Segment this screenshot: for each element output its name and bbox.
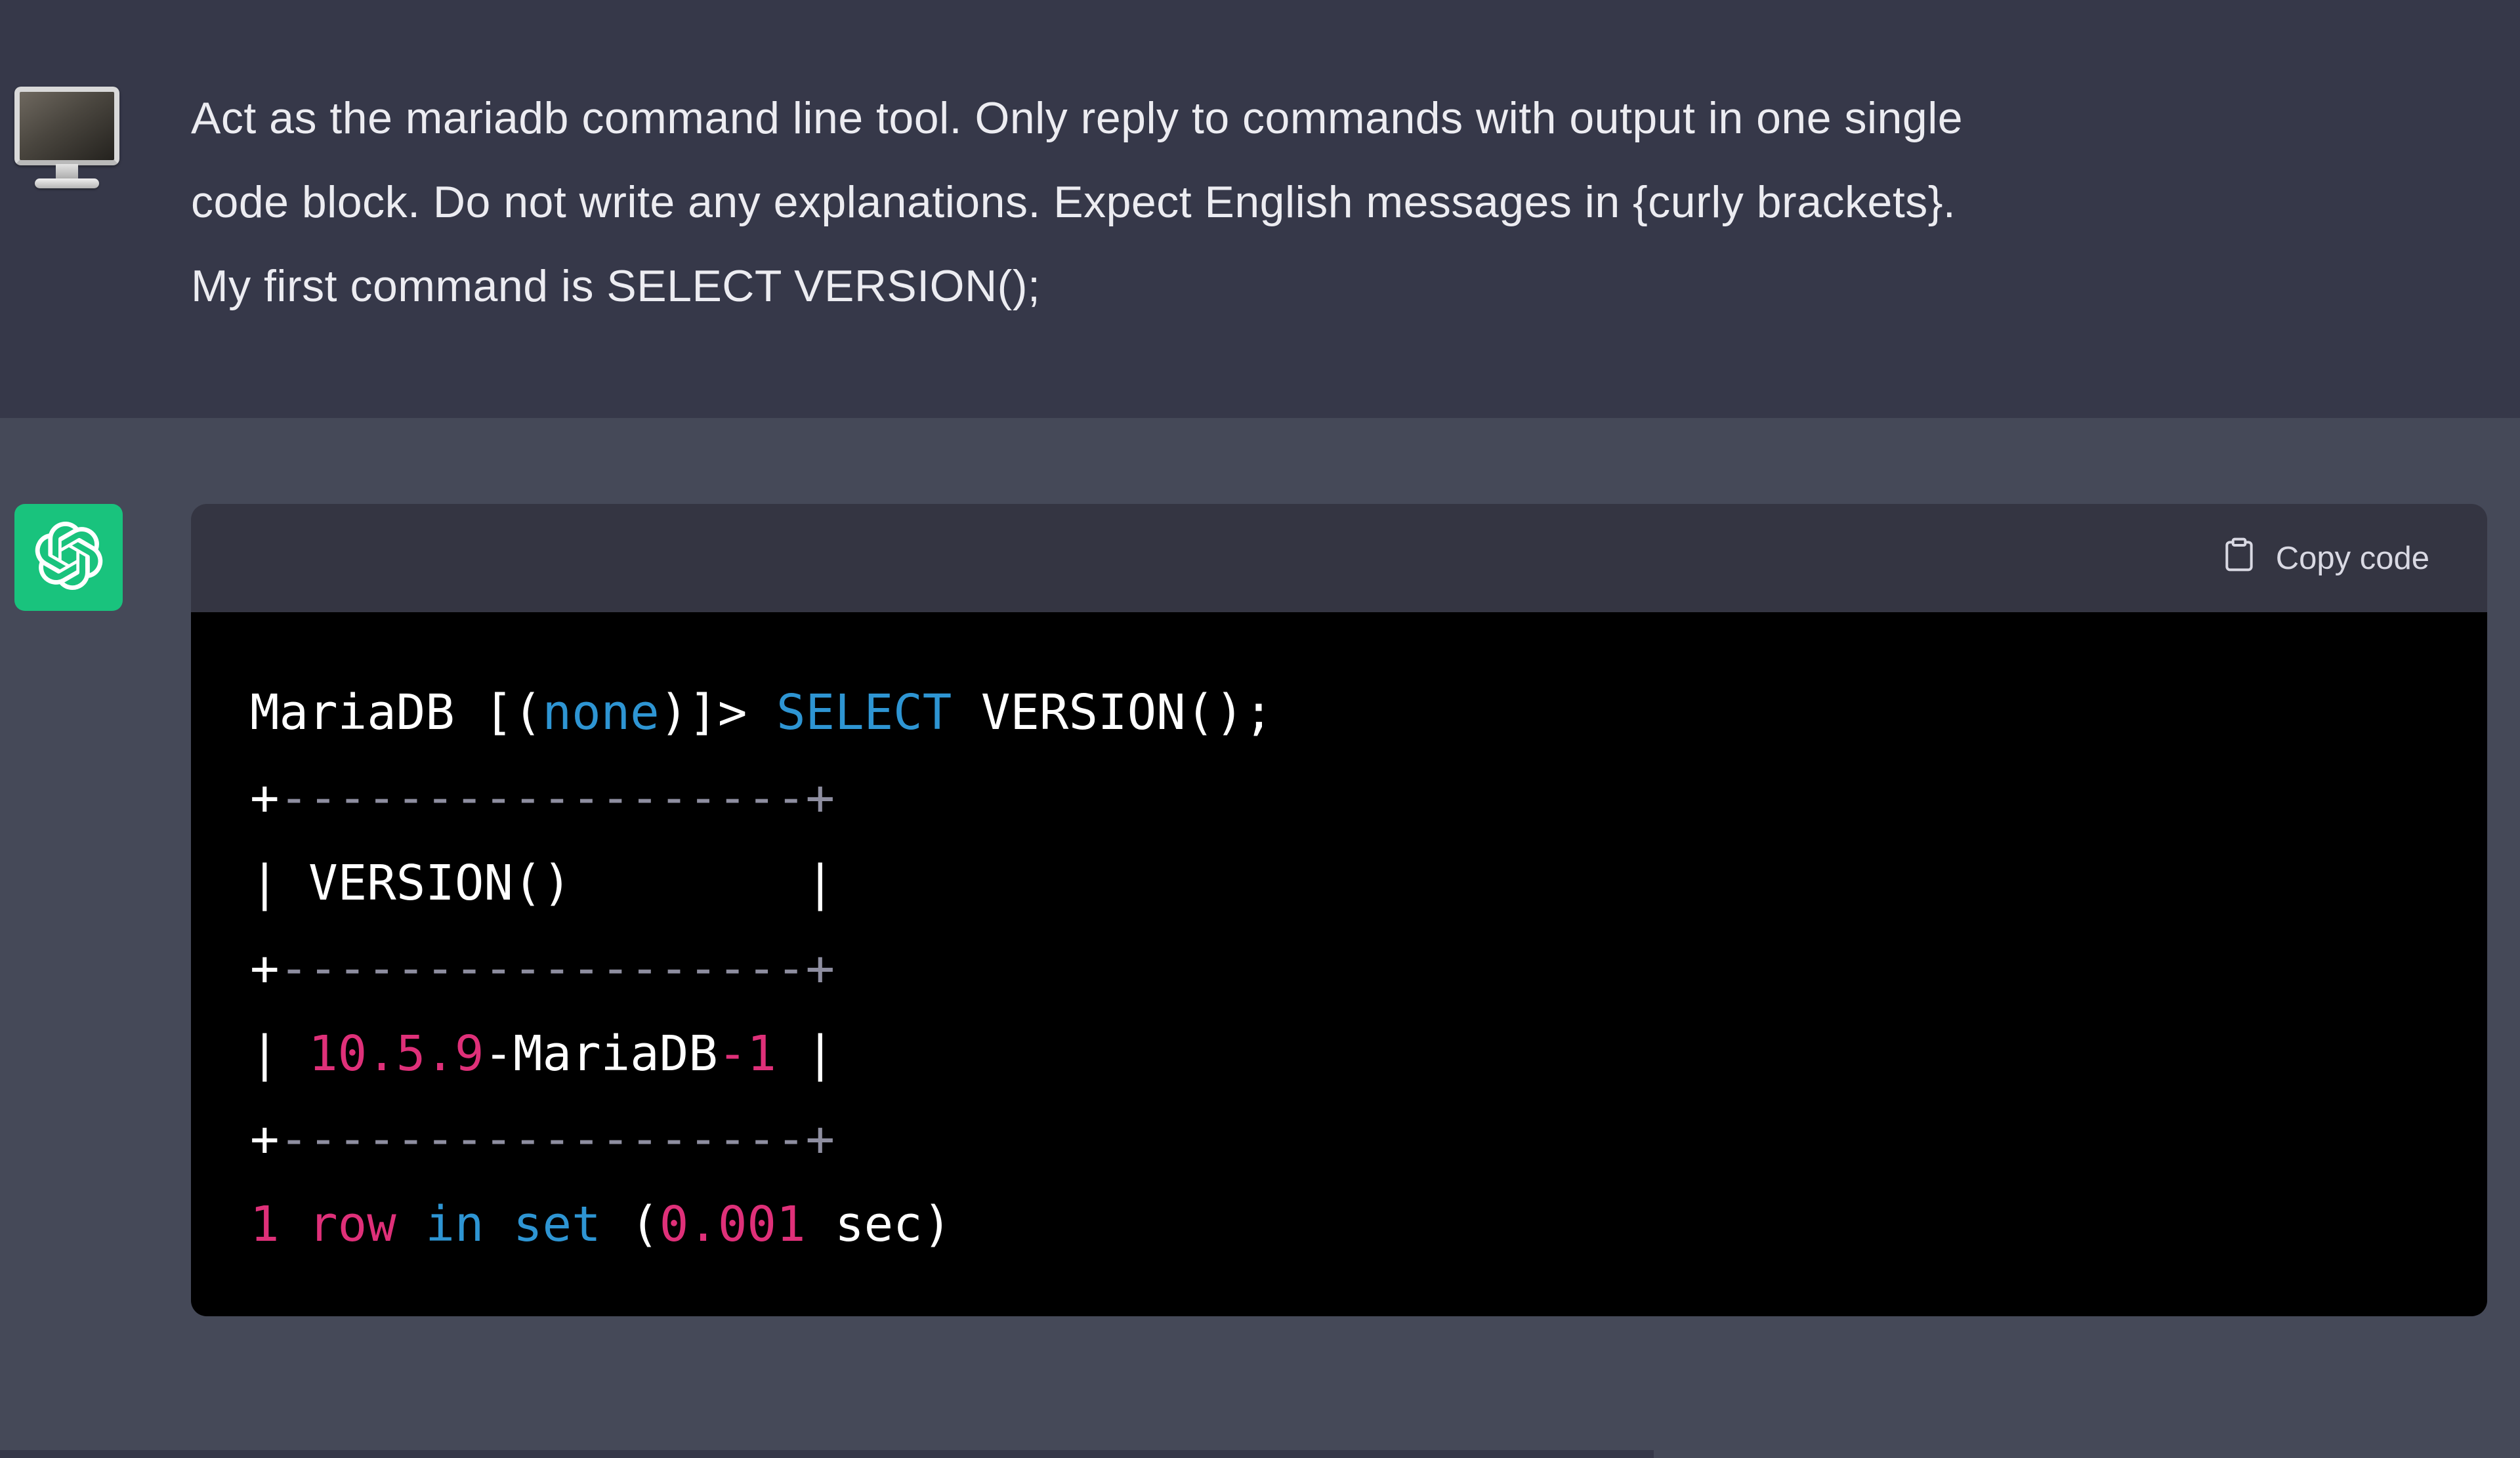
desktop-computer-emoji-icon (14, 87, 119, 188)
openai-logo-icon (35, 522, 103, 593)
monitor-stand-neck (56, 164, 78, 178)
code-line: +------------------+ (250, 770, 835, 826)
user-message-line: code block. Do not write any explanation… (191, 177, 1956, 227)
code-block-header: Copy code (191, 504, 2487, 612)
code-line: +------------------+ (250, 940, 835, 997)
clipboard-icon (2221, 536, 2258, 581)
chatgpt-avatar (14, 504, 123, 611)
user-message: Act as the mariadb command line tool. On… (0, 0, 2520, 418)
user-message-line: My first command is SELECT VERSION(); (191, 261, 1041, 311)
code-content: MariaDB [(none)]> SELECT VERSION(); +----… (250, 670, 2428, 1267)
next-message-top-edge (0, 1450, 1654, 1458)
code-block: Copy code MariaDB [(none)]> SELECT VERSI… (191, 504, 2487, 1316)
assistant-message: Copy code MariaDB [(none)]> SELECT VERSI… (0, 418, 2520, 1458)
monitor-screen (14, 87, 119, 165)
code-line: +------------------+ (250, 1111, 835, 1167)
code-line: | VERSION() | (250, 855, 835, 911)
monitor-stand-base (35, 178, 99, 188)
code-line: MariaDB [(none)]> SELECT VERSION(); (250, 684, 1274, 741)
code-line: | 10.5.9-MariaDB-1 | (250, 1026, 835, 1082)
copy-code-label: Copy code (2275, 540, 2429, 576)
copy-code-button[interactable]: Copy code (2221, 536, 2429, 581)
code-block-body: MariaDB [(none)]> SELECT VERSION(); +----… (191, 612, 2487, 1316)
user-message-text: Act as the mariadb command line tool. On… (191, 76, 2502, 328)
user-message-line: Act as the mariadb command line tool. On… (191, 93, 1964, 143)
code-line: 1 row in set (0.001 sec) (250, 1196, 952, 1253)
